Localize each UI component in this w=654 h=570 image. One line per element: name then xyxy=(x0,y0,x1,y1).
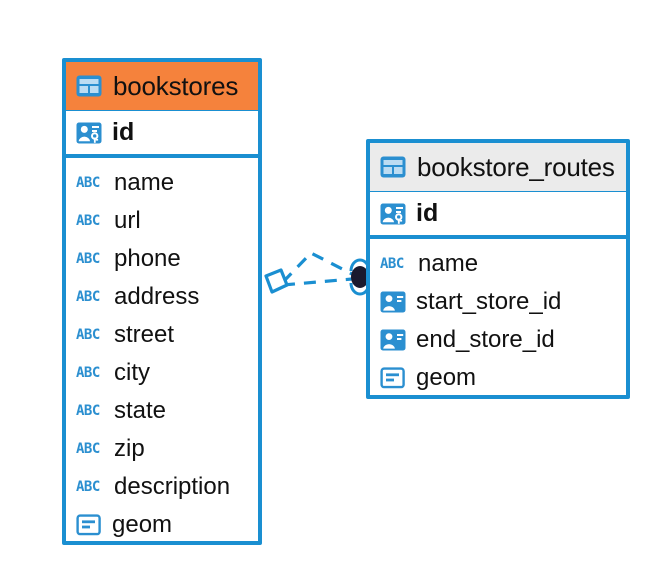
column-label: phone xyxy=(114,245,181,272)
table-icon xyxy=(380,156,406,178)
geometry-icon xyxy=(76,514,102,536)
entity-table-bookstores[interactable]: bookstores id ABC name xyxy=(62,58,262,545)
primary-key-row-bookstore-routes[interactable]: id xyxy=(370,191,626,239)
column-row[interactable]: end_store_id xyxy=(370,321,626,359)
diamond-marker xyxy=(264,268,289,294)
column-list-bookstores: ABC name ABC url ABC phone ABC address A… xyxy=(66,158,258,552)
column-row[interactable]: ABC description xyxy=(66,468,258,506)
entity-table-bookstore-routes[interactable]: bookstore_routes id ABC name xyxy=(366,139,630,399)
column-row[interactable]: ABC street xyxy=(66,316,258,354)
column-label: geom xyxy=(416,364,477,391)
primary-key-label: id xyxy=(416,199,439,227)
column-row[interactable]: ABC state xyxy=(66,392,258,430)
entity-title: bookstores xyxy=(113,71,239,101)
table-icon xyxy=(76,75,102,97)
column-row[interactable]: ABC name xyxy=(370,245,626,283)
primary-key-row-bookstores[interactable]: id xyxy=(66,110,258,158)
column-label: description xyxy=(114,473,231,500)
column-label: name xyxy=(418,250,479,277)
column-label: state xyxy=(114,397,167,424)
column-row[interactable]: ABC url xyxy=(66,202,258,240)
column-row[interactable]: ABC city xyxy=(66,354,258,392)
column-row[interactable]: ABC zip xyxy=(66,430,258,468)
column-label: address xyxy=(114,283,200,310)
relationship-line-lower xyxy=(282,277,353,287)
abc-text-icon: ABC xyxy=(76,441,100,457)
relationship-line-upper xyxy=(281,251,355,284)
geometry-icon xyxy=(380,367,406,389)
column-label: end_store_id xyxy=(416,326,555,353)
abc-text-icon: ABC xyxy=(76,403,100,419)
column-row[interactable]: ABC phone xyxy=(66,240,258,278)
entity-title: bookstore_routes xyxy=(417,152,615,182)
primary-key-label: id xyxy=(112,118,135,146)
entity-header-bookstore-routes[interactable]: bookstore_routes xyxy=(370,143,626,191)
column-label: url xyxy=(114,207,141,234)
abc-text-icon: ABC xyxy=(76,479,100,495)
abc-text-icon: ABC xyxy=(76,213,100,229)
column-label: zip xyxy=(114,435,145,462)
abc-text-icon: ABC xyxy=(76,365,100,381)
abc-text-icon: ABC xyxy=(76,251,100,267)
column-list-bookstore-routes: ABC name start_store_id xyxy=(370,239,626,405)
column-label: start_store_id xyxy=(416,288,562,315)
primary-key-icon xyxy=(380,202,406,226)
column-row[interactable]: geom xyxy=(66,506,258,544)
abc-text-icon: ABC xyxy=(76,175,100,191)
column-label: city xyxy=(114,359,150,386)
column-row[interactable]: ABC address xyxy=(66,278,258,316)
foreign-key-icon xyxy=(380,291,406,313)
entity-header-bookstores[interactable]: bookstores xyxy=(66,62,258,110)
column-row[interactable]: ABC name xyxy=(66,164,258,202)
column-row[interactable]: geom xyxy=(370,359,626,397)
abc-text-icon: ABC xyxy=(76,289,100,305)
foreign-key-icon xyxy=(380,329,406,351)
abc-text-icon: ABC xyxy=(380,256,404,272)
column-row[interactable]: start_store_id xyxy=(370,283,626,321)
abc-text-icon: ABC xyxy=(76,327,100,343)
column-label: street xyxy=(114,321,175,348)
column-label: name xyxy=(114,169,175,196)
primary-key-icon xyxy=(76,121,102,145)
column-label: geom xyxy=(112,511,173,538)
